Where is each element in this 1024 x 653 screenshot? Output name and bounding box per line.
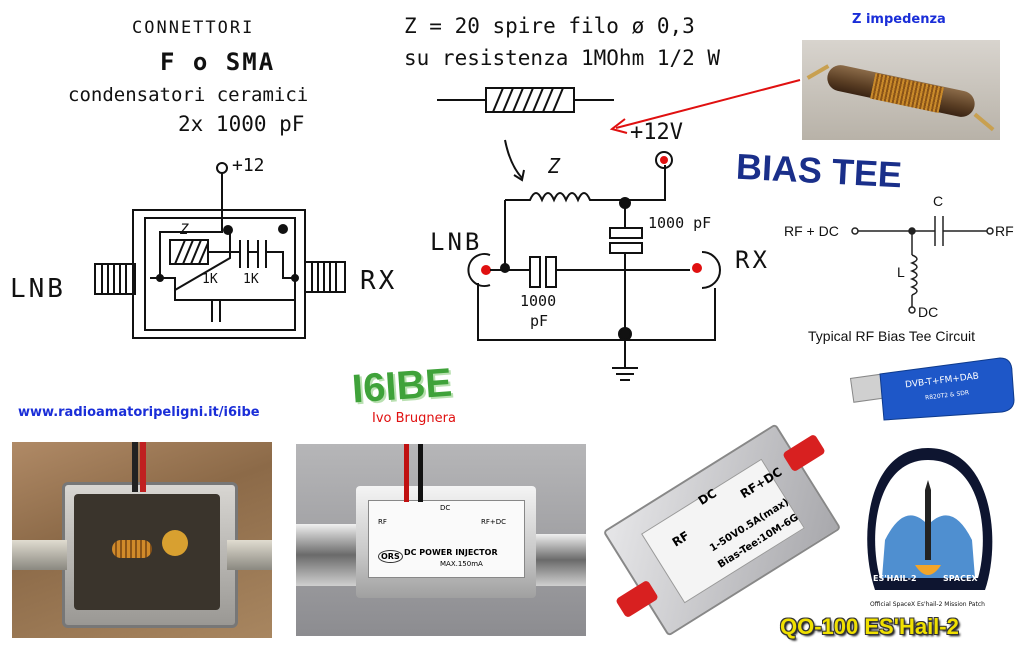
sketch-right-cap-unit: pF (530, 312, 549, 330)
callsign: I6IBE (350, 360, 454, 412)
sketch-capacitor-value: 2x 1000 pF (178, 112, 305, 136)
right-schematic (437, 87, 721, 381)
sketch-connectors-label: CONNETTORI (132, 18, 255, 38)
sketch-right-cap-top: 1000 pF (648, 214, 712, 232)
sketch-right-choke: Z (548, 154, 561, 178)
bias-tee-module-photo: DC RF+DC RF 1-50V0.5A(max) Bias-Tee:10M-… (600, 423, 844, 637)
sketch-right-supply: +12V (630, 120, 683, 145)
sketch-left-choke: Z (180, 222, 189, 238)
sketch-left-resistor-2: 1K (243, 272, 259, 287)
bias-tee-title: BIAS TEE (735, 145, 904, 196)
typical-rf-dc-label: RF + DC (784, 223, 839, 239)
sketch-left-supply: +12 (232, 155, 265, 176)
typical-rf-label: RF (995, 223, 1014, 239)
sketch-right-rx: RX (735, 246, 770, 274)
sdr-dongle (849, 357, 1015, 421)
choke-spec-line1: Z = 20 spire filo ø 0,3 (404, 14, 695, 38)
typical-l-label: L (897, 264, 905, 280)
pointer-arrow (615, 79, 801, 129)
supply-terminal (216, 162, 228, 174)
patch-right-text: SPACEX (943, 574, 978, 583)
qo100-title: QO-100 ES'Hail-2 (780, 614, 959, 639)
author-name: Ivo Brugnera (372, 411, 456, 426)
sketch-right-lnb: LNB (430, 228, 483, 256)
dc-power-injector-photo: RF RF+DC DC ORS DC POWER INJECTOR MAX.15… (296, 444, 586, 636)
injector-max-current: MAX.150mA (440, 560, 483, 568)
patch-left-text: ES'HAIL-2 (873, 574, 917, 583)
injector-rfdc-label: RF+DC (481, 518, 507, 526)
lnb-socket (467, 253, 491, 287)
injector-title: DC POWER INJECTOR (404, 548, 498, 557)
rx-connector-left (304, 261, 346, 293)
sketch-capacitor-note: condensatori ceramici (68, 84, 309, 106)
injector-brand: ORS (378, 550, 403, 563)
sketch-left-resistor-1: 1K (202, 272, 218, 287)
homemade-bias-tee-photo (12, 442, 272, 638)
z-impedance-photo (802, 40, 1000, 140)
sketch-right-cap-value: 1000 (520, 292, 557, 310)
left-schematic (94, 162, 346, 339)
injector-rf-label: RF (378, 518, 387, 526)
sketch-left-rx: RX (360, 266, 398, 296)
choke-coil (505, 192, 625, 203)
z-photo-label: Z impedenza (852, 12, 946, 27)
sketch-connector-type: F o SMA (160, 48, 276, 76)
lnb-connector-left (94, 263, 136, 295)
typical-c-label: C (933, 193, 944, 209)
typical-dc-label: DC (918, 304, 939, 320)
choke-spec-line2: su resistenza 1MOhm 1/2 W (404, 46, 721, 70)
typical-caption: Typical RF Bias Tee Circuit (808, 328, 976, 344)
sketch-left-lnb: LNB (10, 274, 66, 304)
website-link[interactable]: www.radioamatoripeligni.it/i6ibe (18, 405, 260, 420)
mission-patch (867, 448, 993, 590)
rx-socket (701, 251, 721, 289)
injector-dc-label: DC (440, 504, 451, 512)
patch-caption: Official SpaceX Es'hail-2 Mission Patch (870, 601, 985, 608)
typical-bias-tee-diagram (851, 216, 994, 314)
